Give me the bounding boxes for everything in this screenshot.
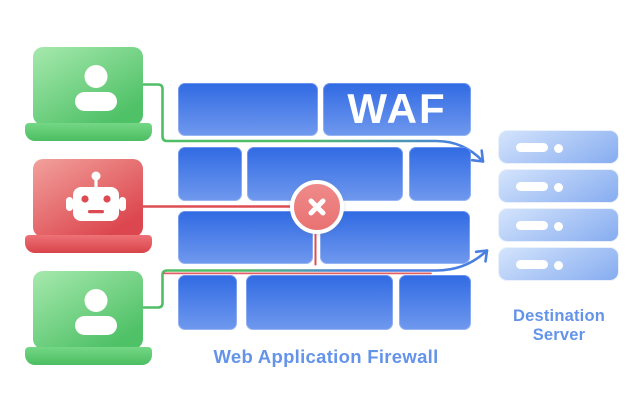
blocked-x-icon — [290, 180, 344, 234]
server-unit — [498, 130, 619, 164]
waf-brick — [320, 211, 470, 264]
server-led-icon — [554, 143, 563, 153]
blocked-path — [141, 205, 432, 275]
user-icon — [75, 289, 117, 335]
firewall-caption: Web Application Firewall — [213, 346, 439, 367]
destination-caption-line1: Destination — [512, 307, 606, 325]
server-led-icon — [554, 260, 563, 270]
x-glyph — [308, 198, 326, 216]
laptop-screen — [33, 271, 143, 349]
server-unit — [498, 247, 619, 281]
server-slot-icon — [516, 182, 548, 191]
server-slot-icon — [516, 260, 548, 269]
user-icon — [75, 65, 117, 111]
destination-caption: Destination Server — [496, 307, 622, 344]
waf-label-brick: WAF — [323, 83, 471, 136]
waf-brick — [409, 147, 471, 201]
waf-brick — [178, 147, 242, 201]
laptop-screen — [33, 159, 143, 237]
waf-brick — [246, 275, 393, 330]
client-laptop-user-bottom — [25, 271, 152, 367]
allowed-path-bottom — [141, 249, 489, 309]
waf-brick — [178, 83, 318, 136]
arrow-up-right-icon — [474, 249, 489, 263]
server-unit — [498, 208, 619, 242]
laptop-base — [25, 123, 152, 141]
waf-brick — [178, 275, 237, 330]
laptop-screen — [33, 47, 143, 125]
server-slot-icon — [516, 221, 548, 230]
destination-caption-line2: Server — [532, 325, 586, 344]
robot-icon — [66, 171, 126, 221]
server-led-icon — [554, 221, 563, 231]
client-laptop-bot — [25, 159, 152, 255]
server-led-icon — [554, 182, 563, 192]
server-slot-icon — [516, 143, 548, 152]
waf-brick — [399, 275, 471, 330]
laptop-base — [25, 347, 152, 365]
waf-brick — [178, 211, 313, 264]
waf-label: WAF — [347, 84, 447, 132]
client-laptop-user-top — [25, 47, 152, 143]
arrow-down-right-icon — [470, 149, 485, 163]
laptop-base — [25, 235, 152, 253]
server-unit — [498, 169, 619, 203]
allowed-path-top — [141, 83, 485, 163]
